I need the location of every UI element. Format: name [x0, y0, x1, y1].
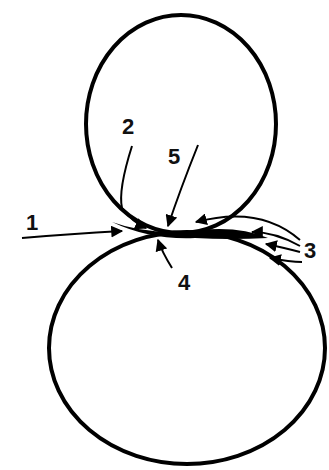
leader-line: [252, 232, 300, 246]
upper-sphere: [86, 15, 276, 233]
leader-line: [266, 244, 300, 252]
leader-lines: [22, 145, 302, 268]
leader-line: [158, 240, 172, 268]
leader-line: [270, 258, 302, 262]
contact-zone: [112, 222, 268, 239]
callout-number: 4: [178, 272, 190, 294]
callout-number: 3: [304, 240, 316, 262]
leader-line: [121, 146, 146, 228]
leader-line: [168, 145, 198, 226]
callout-number: 2: [122, 116, 134, 138]
callout-number: 5: [168, 146, 180, 168]
leader-line: [196, 216, 300, 240]
lower-sphere: [49, 232, 325, 464]
callout-number: 1: [26, 212, 38, 234]
